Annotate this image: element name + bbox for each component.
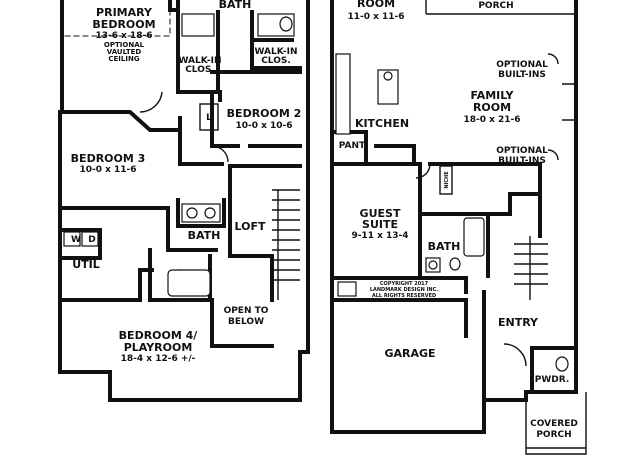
- walk-in-closet-right-label-2: CLOS.: [261, 56, 291, 66]
- bedroom-3-label: BEDROOM 3: [71, 152, 146, 165]
- guest-suite-dims: 9-11 x 13-4: [351, 231, 408, 241]
- room-top-dims: 11-0 x 11-6: [347, 12, 404, 22]
- walk-in-closet-right-label-1: WALK-IN: [254, 47, 297, 57]
- copyright-line-1: COPYRIGHT 2017: [380, 281, 429, 287]
- bath-upper-label: BATH: [188, 229, 221, 242]
- family-room-label-1: FAMILY: [470, 89, 514, 102]
- open-to-below-label-2: BELOW: [228, 317, 264, 327]
- bedroom-4-label-1: BEDROOM 4/: [119, 329, 199, 342]
- linen-label: L: [206, 113, 212, 123]
- bedroom-2-label: BEDROOM 2: [227, 107, 302, 120]
- primary-bedroom-dims: 13-6 x 18-6: [95, 31, 152, 41]
- walk-in-closet-left-label-1: WALK-IN: [178, 56, 221, 66]
- walk-in-closet-left-label-2: CLOS.: [185, 65, 215, 75]
- optional-builtins-1-line-1: OPTIONAL: [496, 60, 548, 70]
- optional-builtins-1-line-2: BUILT-INS: [498, 70, 546, 80]
- entry-label: ENTRY: [498, 316, 539, 329]
- bedroom-2-dims: 10-0 x 10-6: [235, 121, 292, 131]
- util-label: UTIL: [72, 258, 100, 271]
- niche-label: NICHE: [444, 171, 450, 189]
- bedroom-4-dims: 18-4 x 12-6 +/-: [121, 354, 196, 364]
- primary-bedroom-note-3: CEILING: [108, 55, 139, 63]
- guest-suite-label-1: GUEST: [360, 207, 401, 220]
- bath-top-label: BATH: [219, 0, 252, 11]
- dryer-label: D: [88, 235, 95, 245]
- covered-porch-label-1: COVERED: [530, 419, 578, 429]
- covered-porch-label-2: PORCH: [536, 430, 571, 440]
- family-room-label-2: ROOM: [473, 101, 511, 114]
- bedroom-4-label-2: PLAYROOM: [124, 341, 193, 354]
- powder-label: PWDR.: [535, 375, 570, 385]
- copyright-line-3: ALL RIGHTS RESERVED: [372, 293, 436, 299]
- first-floor: [330, 0, 587, 455]
- pantry-label: PANT: [339, 141, 366, 151]
- guest-suite-label-2: SUITE: [362, 218, 398, 231]
- loft-label: LOFT: [235, 220, 266, 233]
- washer-label: W: [71, 235, 81, 245]
- bedroom-3-dims: 10-0 x 11-6: [79, 165, 136, 175]
- kitchen-label: KITCHEN: [355, 117, 409, 130]
- family-room-dims: 18-0 x 21-6: [463, 115, 520, 125]
- copyright-line-2: LANDMARK DESIGN INC.: [370, 287, 438, 293]
- garage-label: GARAGE: [384, 347, 435, 360]
- room-top-label: ROOM: [357, 0, 395, 10]
- primary-bedroom-note-2: VAULTED: [107, 48, 142, 56]
- open-to-below-label-1: OPEN TO: [224, 306, 269, 316]
- second-floor: [58, 0, 310, 402]
- porch-top-label: PORCH: [478, 1, 513, 11]
- optional-builtins-2-line-1: OPTIONAL: [496, 146, 548, 156]
- primary-bedroom-note-1: OPTIONAL: [104, 41, 145, 49]
- primary-bedroom-label-2: BEDROOM: [92, 18, 155, 31]
- bath-lower-label: BATH: [428, 240, 461, 253]
- optional-builtins-2-line-2: BUILT-INS: [498, 156, 546, 166]
- primary-bedroom-label-1: PRIMARY: [96, 6, 153, 19]
